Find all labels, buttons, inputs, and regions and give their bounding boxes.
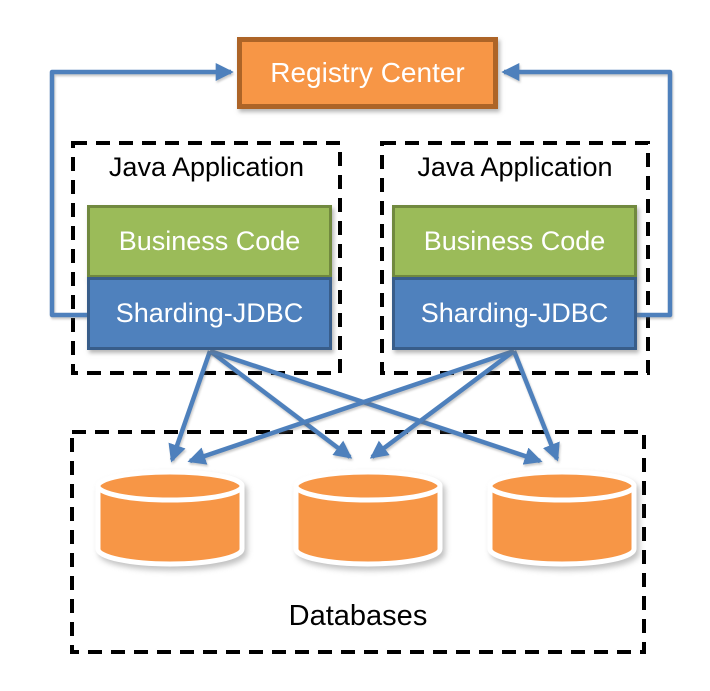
arrow-jdbc2-to-db2 (369, 349, 516, 459)
arrow-jdbc1-to-db2 (208, 349, 353, 459)
database-cylinder-icon-3 (487, 469, 637, 567)
arrow-jdbc1-to-db3 (209, 348, 543, 465)
business-code-box-1: Business Code (87, 205, 332, 278)
sharding-jdbc-label-2: Sharding-JDBC (420, 298, 609, 328)
java-application-1-dashed-box (71, 141, 342, 375)
business-code-label-1: Business Code (118, 226, 301, 256)
java-application-2-title: Java Application (417, 152, 613, 182)
business-code-label-2: Business Code (423, 226, 606, 256)
connector-jdbc1-to-registry (49, 63, 234, 318)
java-application-2-dashed-box (380, 141, 650, 375)
java-application-1-title: Java Application (108, 152, 305, 182)
connector-jdbc2-to-registry (501, 63, 673, 318)
database-cylinder-icon-1 (95, 469, 245, 567)
arrow-jdbc1-to-db1 (168, 350, 213, 463)
registry-center-label: Registry Center (270, 57, 465, 88)
databases-label: Databases (288, 600, 428, 632)
sharding-jdbc-box-2: Sharding-JDBC (392, 277, 637, 350)
sharding-jdbc-label-1: Sharding-JDBC (115, 298, 304, 328)
sharding-jdbc-box-1: Sharding-JDBC (87, 277, 332, 350)
database-cylinder-icon-2 (293, 469, 443, 567)
business-code-box-2: Business Code (392, 205, 637, 278)
registry-center-box: Registry Center (237, 37, 498, 109)
arrow-jdbc2-to-db3 (511, 350, 560, 462)
databases-dashed-box (70, 430, 646, 654)
arrow-jdbc2-to-db1 (187, 348, 515, 465)
